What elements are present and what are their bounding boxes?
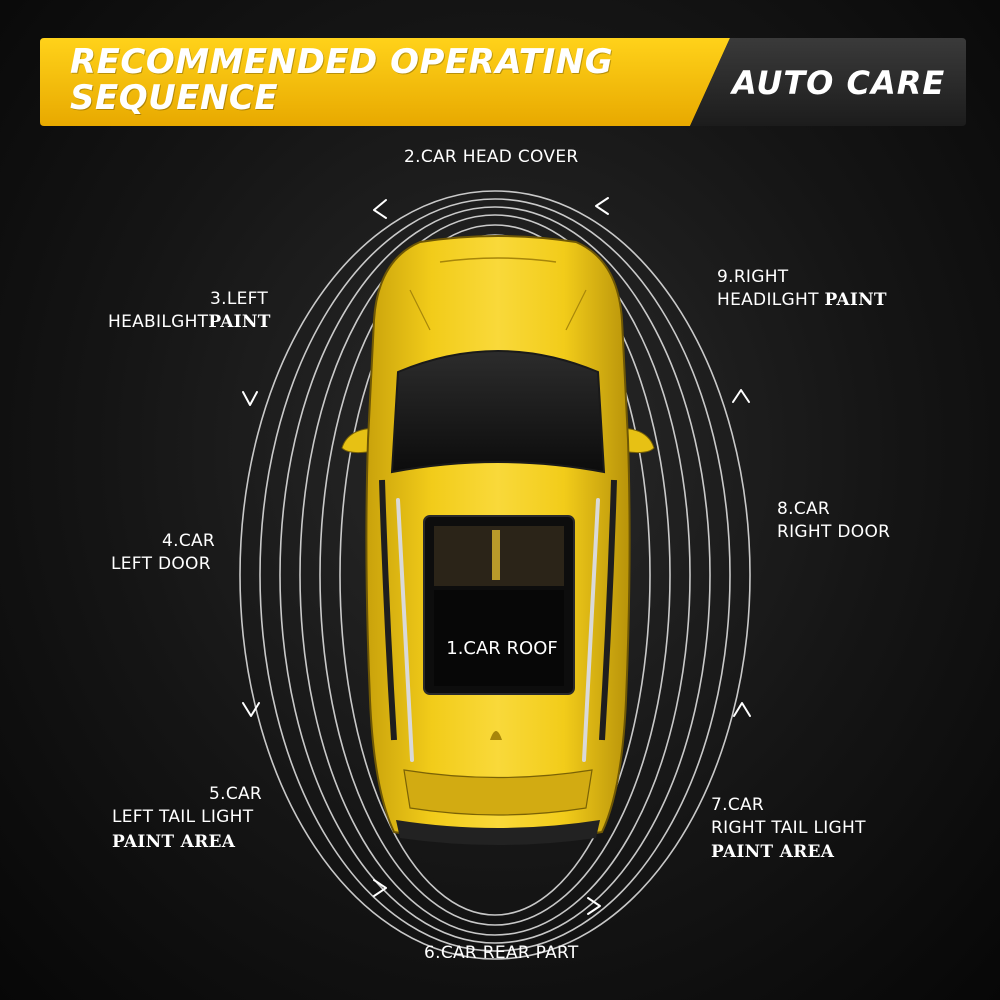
- step-right-headlight-paint: PAINT: [824, 290, 887, 310]
- chevron-arrow-icon: [732, 389, 750, 403]
- step-left-tail-paint: PAINT AREA: [112, 831, 235, 854]
- step-left-door-title: 4.CAR: [162, 531, 216, 551]
- step-right-tail-title: 7.CAR: [711, 795, 765, 815]
- title-line-2: SEQUENCE: [70, 78, 279, 118]
- step-left-door-desc: LEFT DOOR: [111, 554, 211, 574]
- sequence-rings: [239, 190, 751, 960]
- header-banner: [40, 38, 966, 126]
- step-right-door-title: 8.CAR: [777, 499, 831, 519]
- step-left-tail-title: 5.CAR: [209, 784, 263, 804]
- step-right-headlight-title: 9.RIGHT: [717, 267, 789, 287]
- direction-arrows: [242, 197, 751, 915]
- step-left-tail-paint-text: PAINT AREA: [112, 832, 236, 852]
- brand-logo: AUTO CARE: [732, 64, 946, 102]
- chevron-arrow-icon: [595, 197, 609, 215]
- title-line-1: RECOMMENDED OPERATING: [70, 42, 614, 82]
- step-right-headlight-desc: HEADILGHT PAINT: [717, 289, 887, 312]
- step-right-tail-desc: RIGHT TAIL LIGHT: [711, 818, 866, 838]
- step-left-headlight-paint: PAINT: [208, 312, 271, 332]
- step-right-tail-paint-text: PAINT AREA: [711, 842, 835, 862]
- step-right-headlight-text: HEADILGHT: [717, 290, 819, 310]
- car-top-view-icon: [341, 235, 655, 845]
- step-right-tail-paint: PAINT AREA: [711, 841, 834, 864]
- step-rear-label: 6.CAR REAR PART: [424, 943, 579, 963]
- banner-shape: [40, 38, 966, 126]
- chevron-arrow-icon: [373, 199, 387, 219]
- step-head-cover-label: 2.CAR HEAD COVER: [404, 146, 579, 169]
- step-head-cover: 2.CAR HEAD COVER: [404, 147, 579, 167]
- step-left-tail-desc: LEFT TAIL LIGHT: [112, 807, 254, 827]
- step-right-door-desc: RIGHT DOOR: [777, 522, 891, 542]
- step-roof-label: 1.CAR ROOF: [446, 638, 558, 659]
- step-left-headlight-label: 3.LEFT: [210, 288, 268, 311]
- chevron-arrow-icon: [242, 391, 258, 406]
- chevron-arrow-icon: [733, 702, 751, 717]
- step-right-headlight-label: 9.RIGHT: [717, 266, 789, 289]
- step-left-headlight-text: HEABILGHT: [108, 312, 209, 332]
- chevron-arrow-icon: [587, 897, 601, 915]
- chevron-arrow-icon: [242, 702, 260, 717]
- step-left-headlight-desc: HEABILGHTPAINT: [108, 311, 271, 334]
- step-left-headlight-title: 3.LEFT: [210, 289, 269, 309]
- page-title: RECOMMENDED OPERATING SEQUENCE: [70, 44, 710, 116]
- chevron-arrow-icon: [373, 879, 387, 897]
